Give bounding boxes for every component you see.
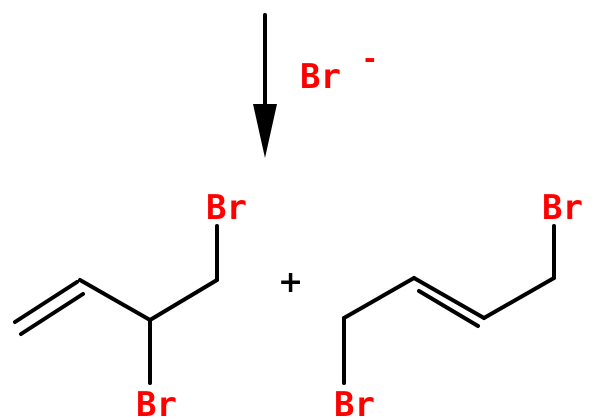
left-top-br-atom: Br xyxy=(206,188,247,228)
left-bottom-br-atom: Br xyxy=(136,385,177,419)
product-right-bonds xyxy=(342,224,556,385)
right-bottom-br-atom: Br xyxy=(334,385,375,419)
bond-vinyl-double-outer xyxy=(13,280,79,324)
plus-sign: + xyxy=(278,265,303,300)
bond-c2-c3 xyxy=(78,278,152,322)
reagent-label: Br xyxy=(300,57,341,97)
reaction-arrow xyxy=(253,13,277,158)
bond-c1-c2 xyxy=(342,276,416,320)
right-top-br-atom: Br xyxy=(542,188,583,228)
bond-vinyl-double-inner xyxy=(19,292,85,336)
bond-c2-c3-double-inner xyxy=(417,289,480,328)
bond-c3-c4 xyxy=(482,276,556,320)
product-left-bonds xyxy=(13,224,219,385)
bond-c2-c3-double-outer xyxy=(412,276,486,320)
bond-c3-c4 xyxy=(148,278,219,322)
reagent-charge: - xyxy=(364,42,376,75)
arrow-head xyxy=(253,104,277,158)
